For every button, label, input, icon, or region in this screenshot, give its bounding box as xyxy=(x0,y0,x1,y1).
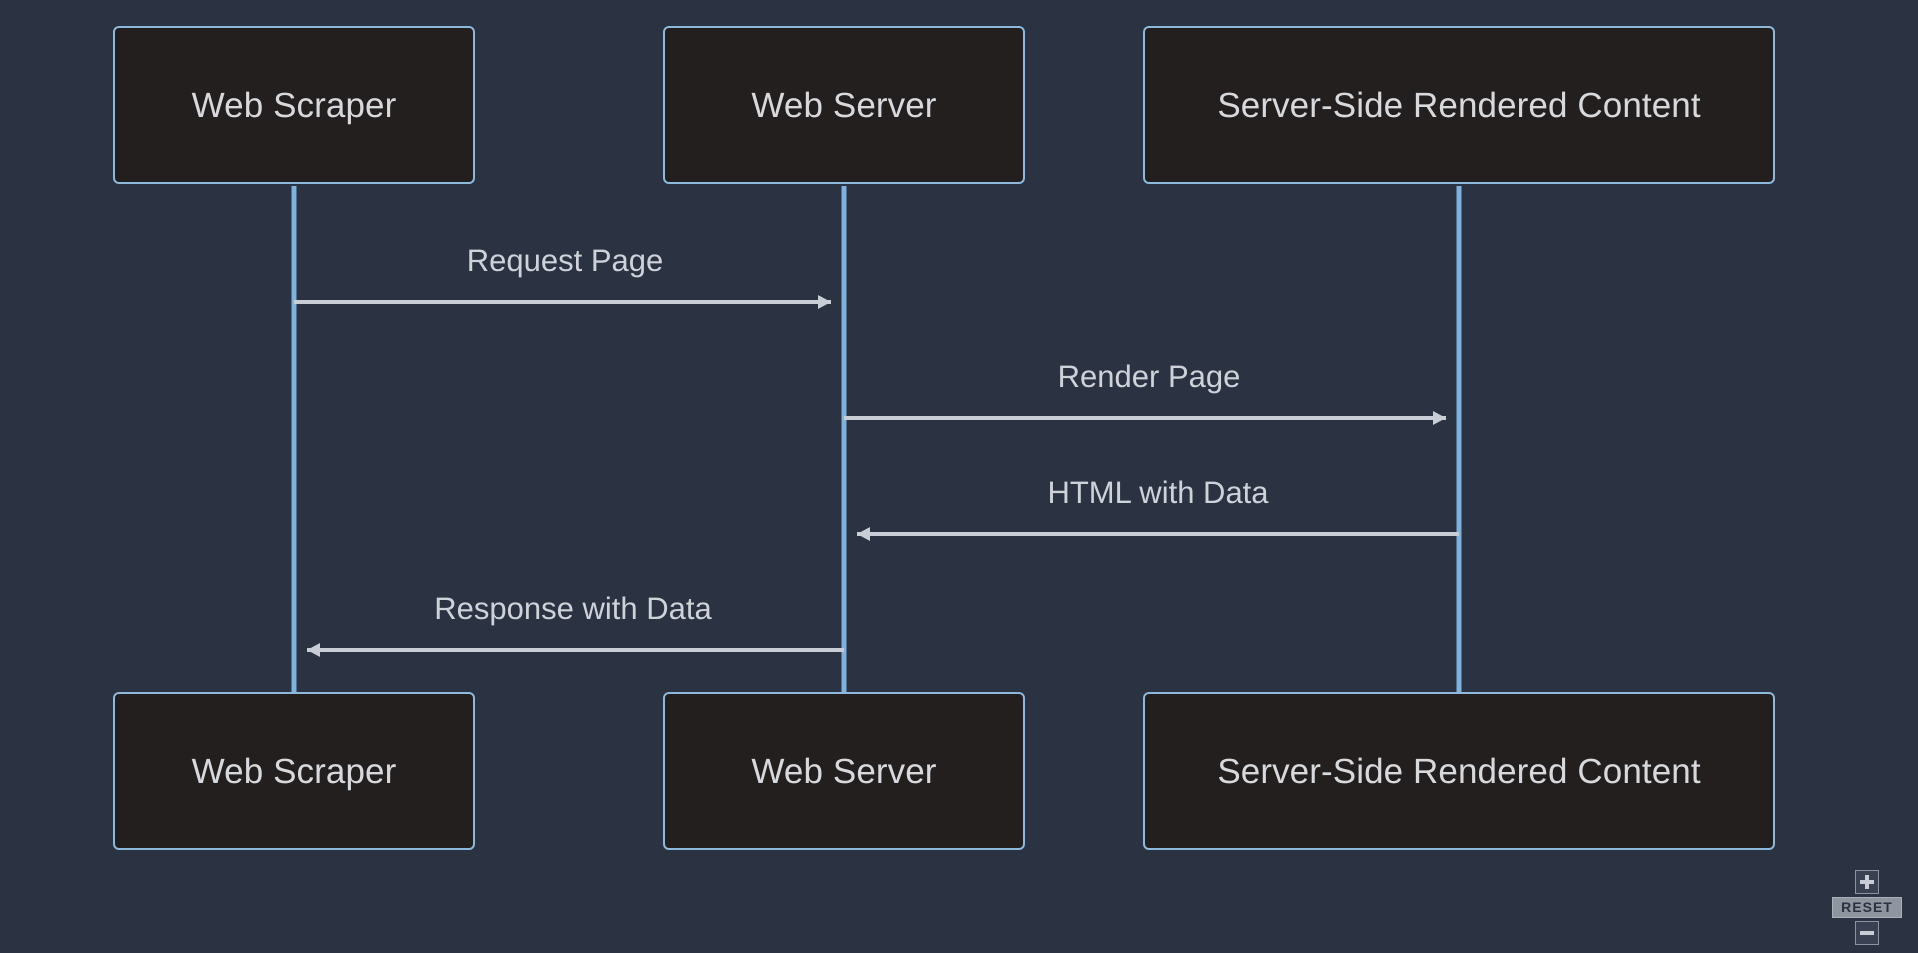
message-label-response-with-data: Response with Data xyxy=(434,591,712,626)
participant-box-ssr-top[interactable]: Server-Side Rendered Content xyxy=(1143,26,1775,184)
participant-label: Web Server xyxy=(751,751,937,791)
participant-label: Server-Side Rendered Content xyxy=(1217,85,1701,125)
participant-label: Server-Side Rendered Content xyxy=(1217,751,1701,791)
participant-label: Web Scraper xyxy=(191,751,397,791)
message-arrows xyxy=(294,295,1459,657)
plus-icon-vertical xyxy=(1865,875,1869,889)
participant-box-ssr-bottom[interactable]: Server-Side Rendered Content xyxy=(1143,692,1775,850)
minus-icon xyxy=(1860,931,1874,935)
participant-label: Web Server xyxy=(751,85,937,125)
participant-label: Web Scraper xyxy=(191,85,397,125)
participant-box-scraper-bottom[interactable]: Web Scraper xyxy=(113,692,475,850)
zoom-out-button[interactable] xyxy=(1855,921,1879,945)
participant-box-scraper-top[interactable]: Web Scraper xyxy=(113,26,475,184)
zoom-in-button[interactable] xyxy=(1855,870,1879,894)
lifelines xyxy=(291,186,1462,692)
message-label-html-with-data: HTML with Data xyxy=(1047,475,1269,510)
reset-button[interactable]: RESET xyxy=(1832,897,1902,918)
zoom-controls[interactable]: RESET xyxy=(1828,870,1906,945)
participant-box-server-top[interactable]: Web Server xyxy=(663,26,1025,184)
message-label-render-page: Render Page xyxy=(1057,359,1241,394)
message-label-request-page: Request Page xyxy=(466,243,664,278)
participant-box-server-bottom[interactable]: Web Server xyxy=(663,692,1025,850)
